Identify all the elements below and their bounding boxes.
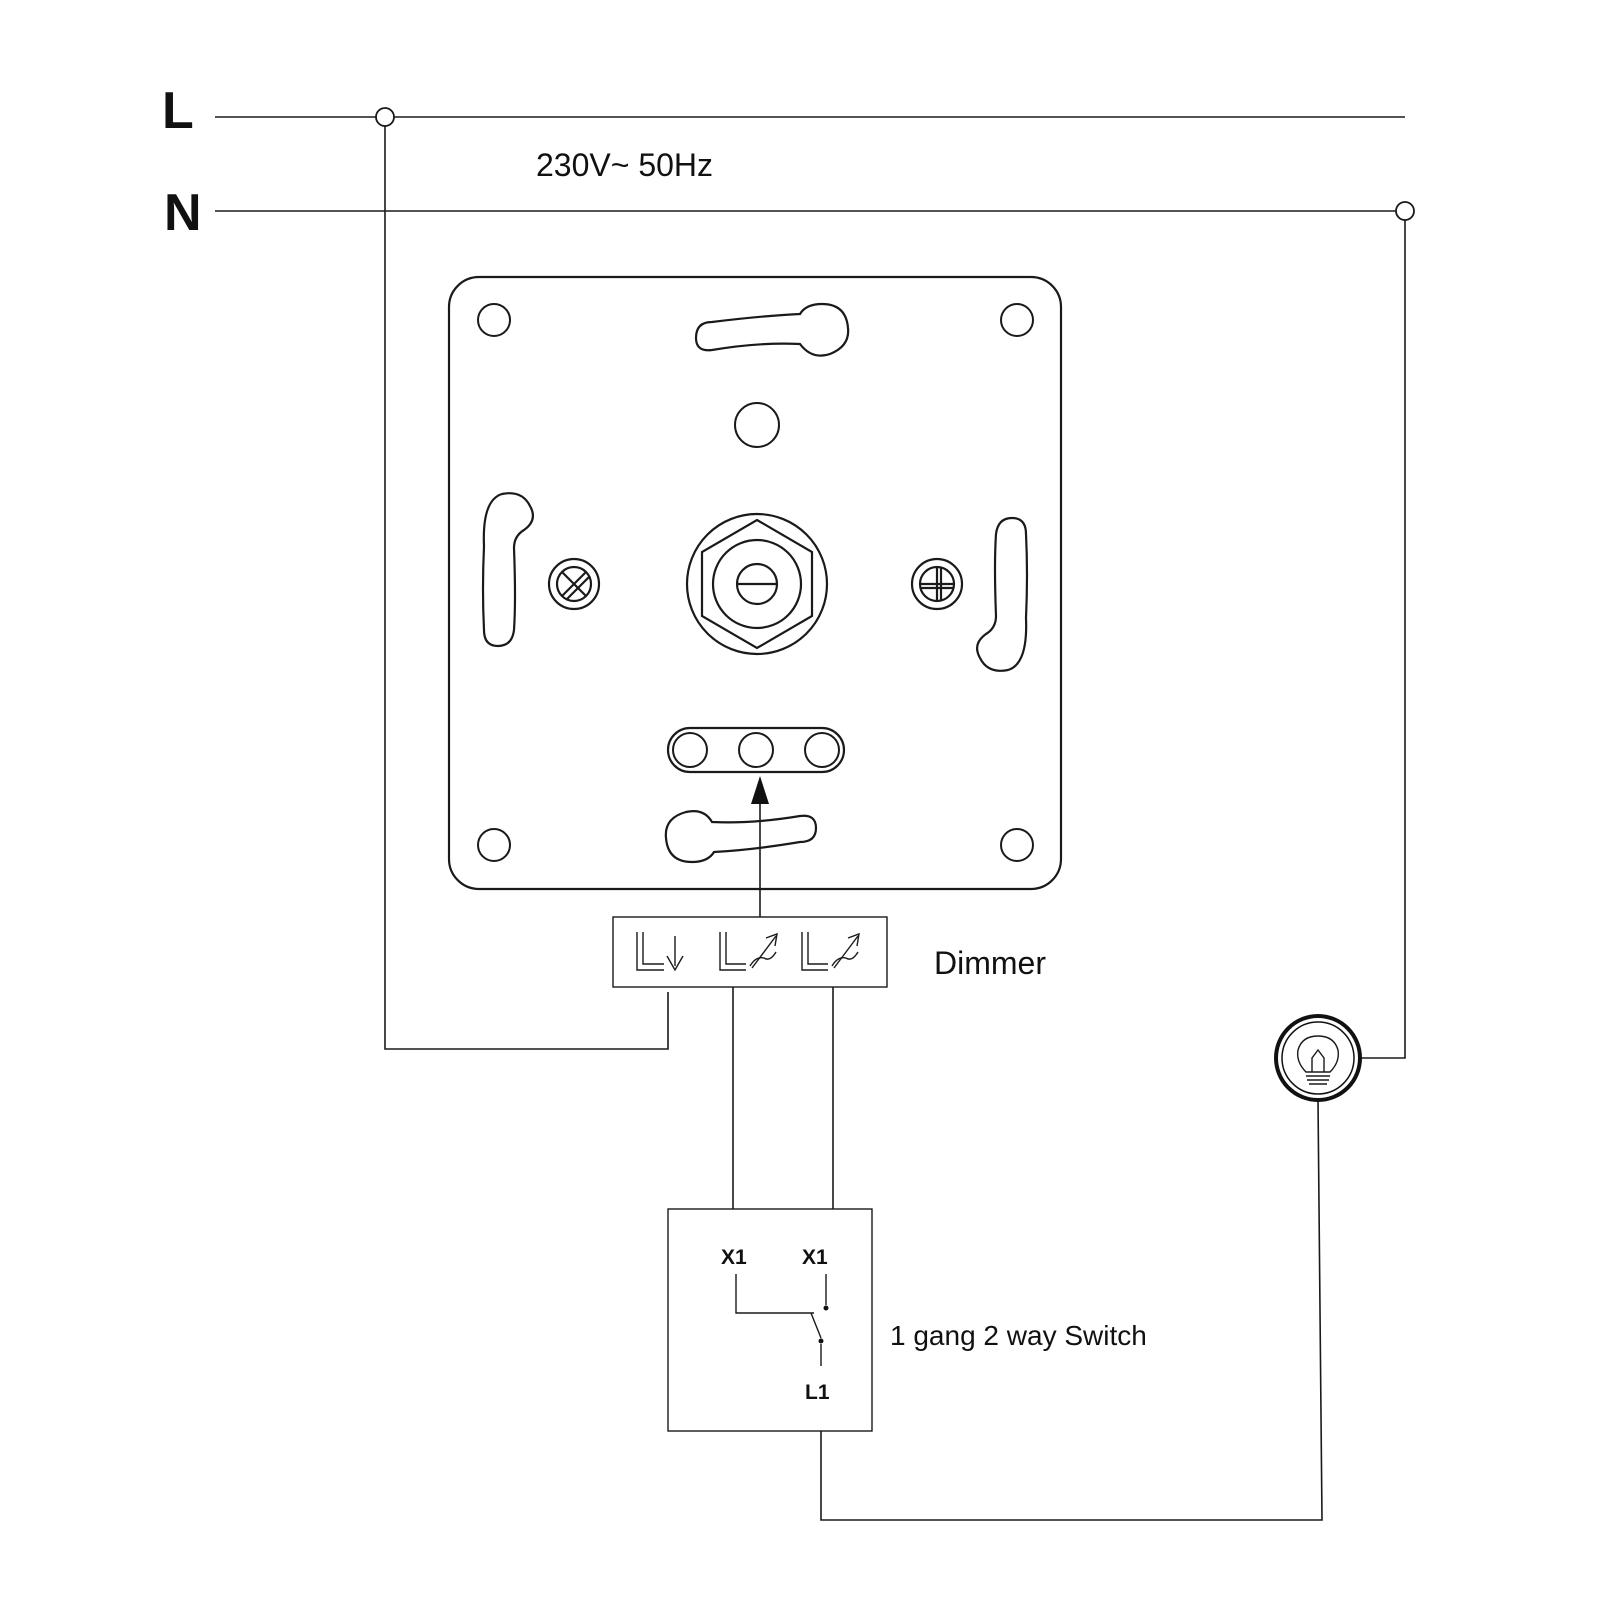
neutral-junction-node [1395,201,1415,221]
top-center-hole [734,402,780,448]
dimmer-plate [447,275,1063,891]
top-keyhole-slot [694,302,850,357]
switch-terminal-l1: L1 [805,1381,830,1404]
terminal-hole [738,732,774,768]
switch-contact-icon [735,1274,829,1366]
dimmer-plate-icon [447,275,1063,891]
dimmer-terminal-block [612,916,888,988]
phase-line-label: L [162,82,194,140]
neutral-to-lamp-wire [1360,211,1406,1059]
terminal-hole-bar [666,726,846,774]
dimmer-shaft-icon [685,512,829,656]
terminal-block-icon [612,916,888,988]
terminal-l-dim-icon [801,932,860,971]
terminal-l-dim-icon [719,932,778,971]
dimmer-pointer-arrowhead [751,776,769,804]
corner-hole [477,303,511,337]
terminal-hole [804,732,840,768]
switch-label: 1 gang 2 way Switch [890,1320,1147,1351]
left-screw-icon [547,557,601,611]
switch-terminal-x1-right: X1 [802,1246,828,1269]
right-screw-icon [910,557,964,611]
switch-terminal-x1-left: X1 [721,1246,747,1269]
switch-to-lamp-wire [820,1099,1323,1521]
switch-box [667,1208,873,1432]
phase-to-dimmer-wire [384,117,669,1050]
lamp-icon [1274,1014,1362,1102]
supply-voltage-label: 230V~ 50Hz [536,147,713,183]
hex-nut [700,518,814,650]
right-keyhole-slot [975,516,1029,672]
bottom-keyhole-slot [664,810,818,864]
neutral-line-label: N [164,184,202,242]
left-keyhole-slot [481,492,535,648]
corner-hole [1000,303,1034,337]
dimmer-label: Dimmer [934,945,1046,981]
terminal-hole [672,732,708,768]
phase-junction-node [375,107,395,127]
corner-hole [477,828,511,862]
terminal-l-in-icon [636,932,684,972]
corner-hole [1000,828,1034,862]
